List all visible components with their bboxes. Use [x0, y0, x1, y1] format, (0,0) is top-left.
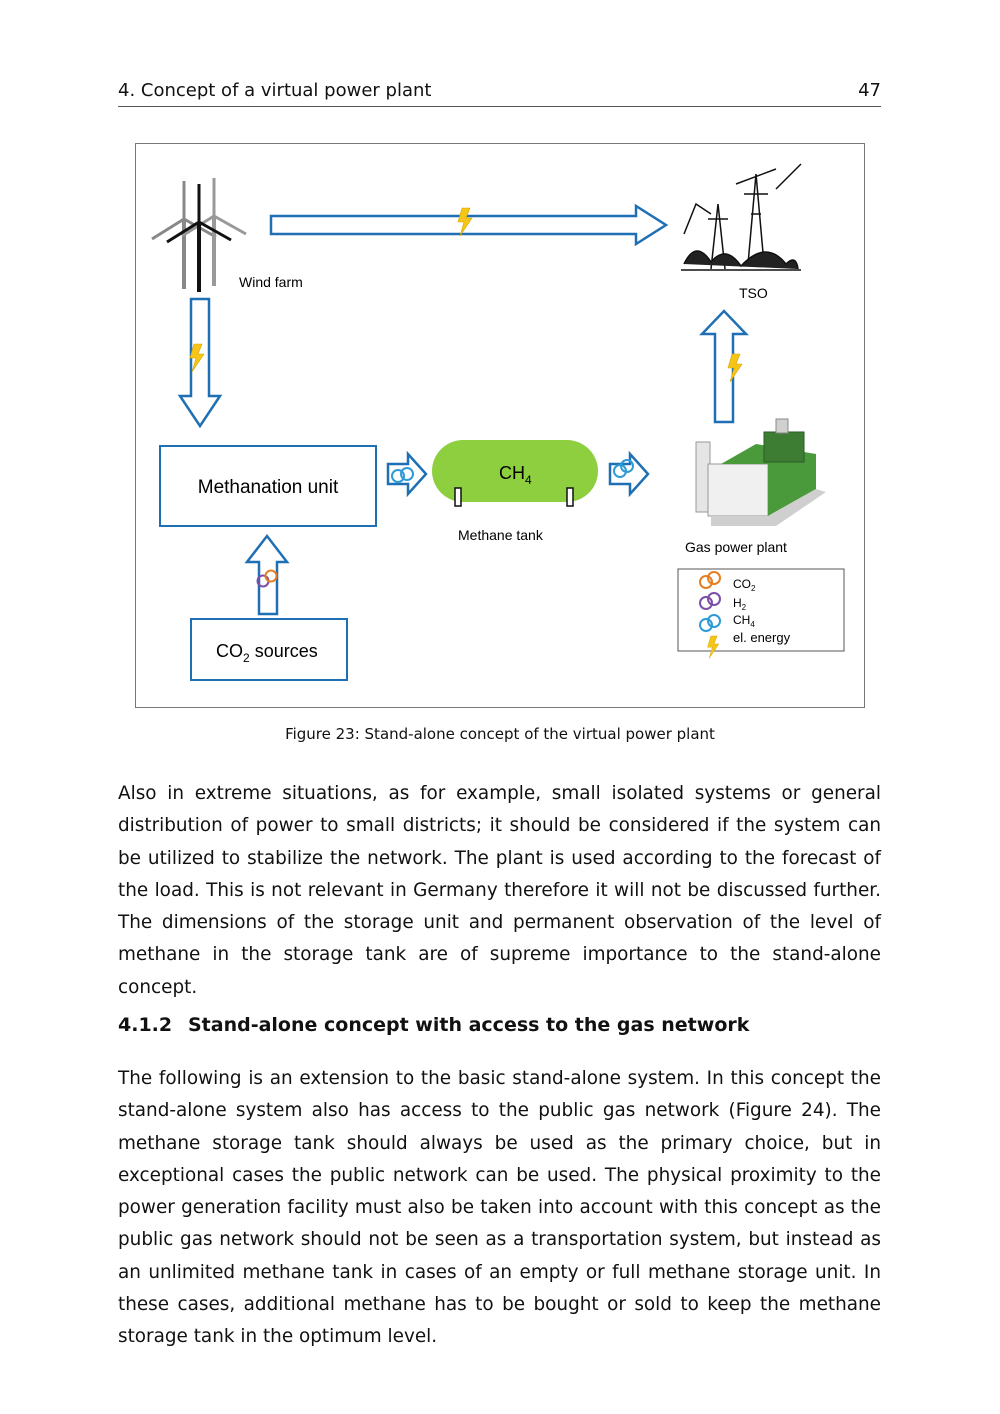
- gas-power-plant-icon: [695, 418, 826, 526]
- page-header: 4. Concept of a virtual power plant 47: [118, 80, 881, 107]
- arrow-wind-to-tso: [269, 203, 669, 247]
- arrow-co2-to-methanation: [244, 533, 290, 616]
- wind-turbine-icon: [150, 176, 248, 294]
- gas-power-plant-label: Gas power plant: [685, 539, 787, 555]
- arrow-wind-to-methanation: [177, 297, 223, 429]
- section-title: Stand-alone concept with access to the g…: [188, 1014, 750, 1036]
- figure-stand-alone-concept: Wind farm TSO Methanation unit: [135, 143, 865, 708]
- legend-co2: CO2: [733, 577, 756, 593]
- figure-caption: Figure 23: Stand-alone concept of the vi…: [285, 725, 715, 743]
- tso-label: TSO: [739, 285, 768, 301]
- arrow-plant-to-tso: [699, 309, 749, 424]
- arrow-methanation-to-tank: [386, 450, 428, 498]
- legend: CO2 H2 CH4 el. energy: [677, 568, 845, 659]
- ch4-molecule-icon: [699, 614, 721, 632]
- arrow-tank-to-plant: [608, 450, 650, 498]
- power-pylon-icon: [681, 163, 802, 271]
- legend-ch4: CH4: [733, 613, 755, 629]
- h2-molecule-icon: [699, 592, 721, 610]
- legend-el-energy: el. energy: [733, 630, 791, 645]
- section-heading: 4.1.2 Stand-alone concept with access to …: [118, 1014, 749, 1036]
- co2-sources-label: CO2 sources: [216, 641, 318, 665]
- wind-farm-label: Wind farm: [239, 274, 303, 290]
- ch4-label: CH4: [499, 463, 532, 487]
- figure-diagram: Wind farm TSO Methanation unit: [150, 163, 845, 681]
- paragraph-1: Also in extreme situations, as for examp…: [118, 783, 881, 998]
- co2-molecule-icon: [699, 571, 721, 589]
- paragraph-2: The following is an extension to the bas…: [118, 1068, 881, 1348]
- methane-tank-icon: [432, 440, 598, 507]
- co2-sources-box: [190, 618, 348, 681]
- methanation-unit-label: Methanation unit: [198, 477, 339, 498]
- legend-h2: H2: [733, 596, 747, 612]
- methane-tank-label: Methane tank: [458, 527, 544, 543]
- section-number: 4.1.2: [118, 1014, 173, 1036]
- page-number: 47: [858, 80, 881, 101]
- methanation-unit-box: [159, 445, 377, 527]
- chapter-title: 4. Concept of a virtual power plant: [118, 80, 432, 101]
